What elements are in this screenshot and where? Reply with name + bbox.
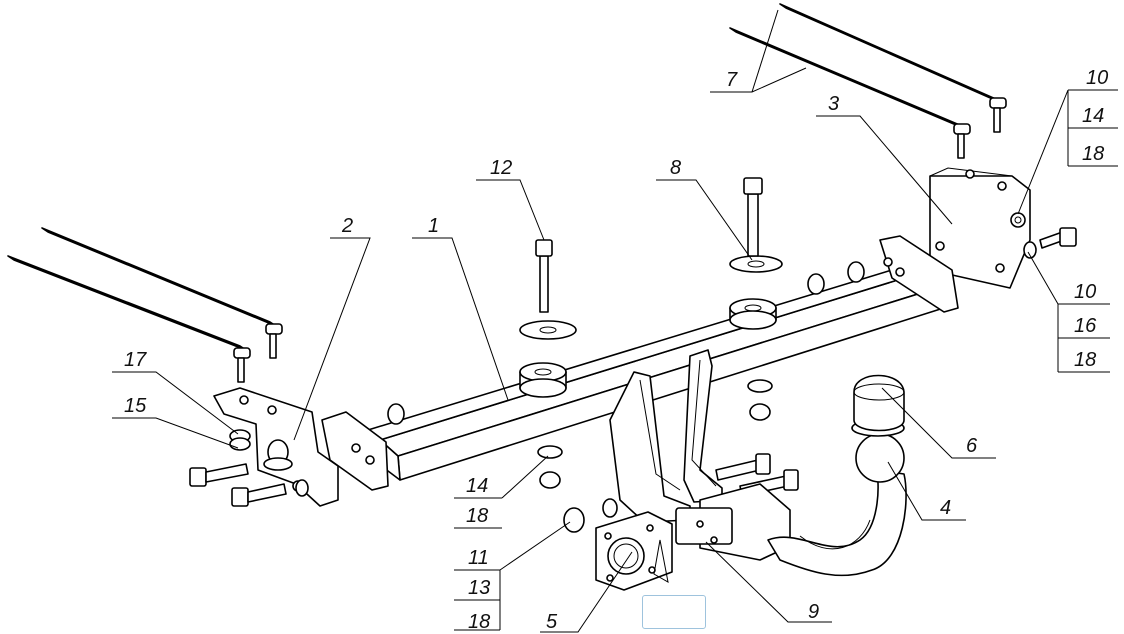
callout-12: 12 (490, 157, 512, 179)
left-mounting-straps (7, 227, 283, 383)
stack-bot-13: 13 (468, 577, 490, 599)
callout-5: 5 (546, 611, 558, 633)
left-side-bracket (213, 387, 339, 507)
stack-tr-10: 10 (1086, 67, 1108, 89)
bolt-12 (519, 239, 577, 340)
bolt-8 (729, 177, 783, 273)
stack-mr-18: 18 (1074, 349, 1096, 371)
callout-8: 8 (670, 157, 681, 179)
stack-mr-16: 16 (1074, 315, 1097, 337)
callout-6: 6 (966, 435, 978, 457)
right-mounting-straps (729, 3, 1007, 159)
right-bracket-bolt (1023, 227, 1077, 259)
stack-tr-18: 18 (1082, 143, 1104, 165)
callout-3: 3 (828, 93, 839, 115)
callout-1: 1 (428, 215, 439, 237)
stack-mr-10: 10 (1074, 281, 1096, 303)
empty-label-box[interactable] (642, 595, 706, 629)
main-crossbar-tube (321, 235, 959, 491)
center-mount-brackets (609, 349, 723, 523)
spacer-nuts (537, 379, 773, 533)
stack-mid-18: 18 (466, 505, 488, 527)
callout-17: 17 (124, 349, 147, 371)
stack-bot-18: 18 (468, 611, 490, 633)
stack-bot-11: 11 (468, 547, 489, 569)
crossbar-spacers (519, 298, 777, 398)
center-bolts (715, 453, 799, 497)
callout-4: 4 (940, 497, 951, 519)
callout-labels: 1 2 3 4 5 6 7 8 9 12 17 15 10 14 18 10 1… (124, 67, 1108, 633)
callout-7: 7 (726, 69, 738, 91)
stack-mid-14: 14 (466, 475, 488, 497)
tow-ball (851, 374, 905, 483)
callout-15: 15 (124, 395, 147, 417)
tow-ball-arm (675, 469, 907, 577)
socket-plate (595, 511, 673, 591)
stack-tr-14: 14 (1082, 105, 1104, 127)
right-side-bracket (929, 167, 1031, 289)
callout-2: 2 (341, 215, 353, 237)
leader-lines (112, 9, 1118, 633)
callout-9: 9 (808, 601, 819, 623)
left-bracket-bolts (189, 463, 309, 507)
